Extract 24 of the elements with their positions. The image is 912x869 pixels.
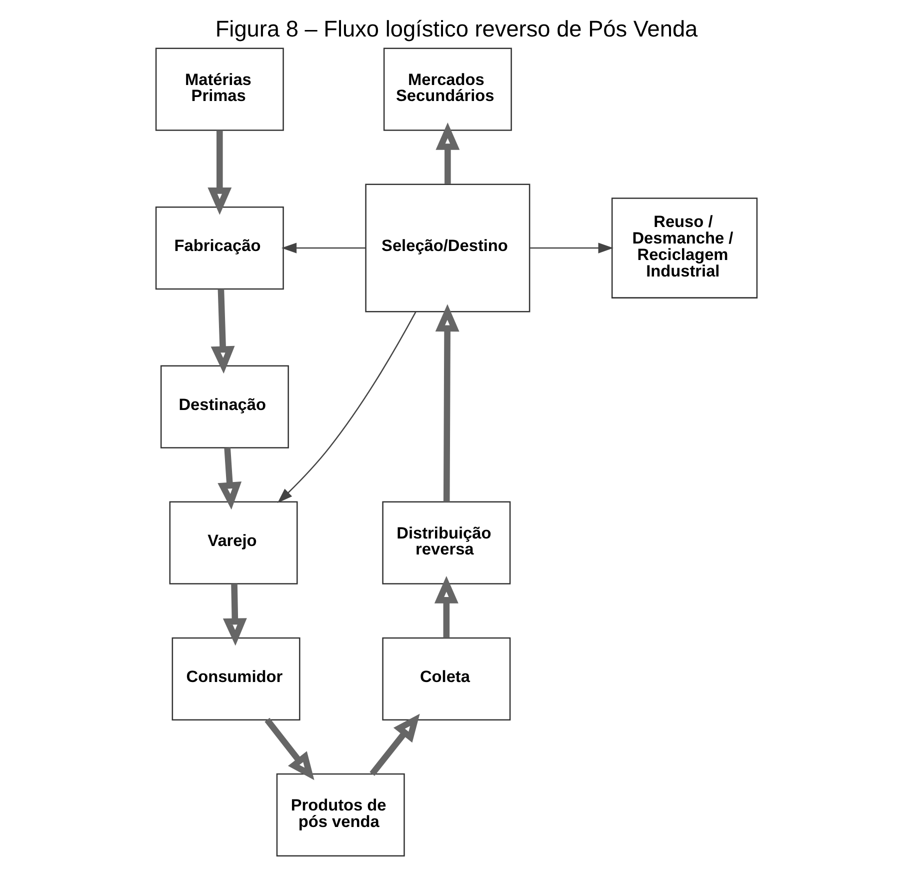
node-box: Mercados Secundários <box>382 48 512 131</box>
node-box: Seleção/Destino <box>364 184 530 312</box>
node-box: Destinação <box>160 365 288 448</box>
arrow <box>435 122 460 184</box>
node-box: Fabricação <box>154 206 284 290</box>
node-box: Coleta <box>382 637 510 720</box>
diagram-title: Figura 8 – Fluxo logístico reverso de Pós Venda <box>214 15 698 42</box>
node-box: Varejo <box>168 501 298 584</box>
arrow <box>222 584 246 646</box>
arrow <box>217 448 242 510</box>
arrow <box>264 718 314 780</box>
arrow <box>369 714 420 776</box>
arrow <box>207 130 232 215</box>
node-box: Matérias Primas <box>154 48 284 131</box>
arrow <box>280 242 366 254</box>
arrow <box>210 289 234 374</box>
node-box: Consumidor <box>171 637 300 720</box>
arrow <box>434 304 459 502</box>
node-box: Produtos de pós venda <box>276 773 404 857</box>
arrow <box>276 312 416 504</box>
node-box: Reuso / Desmanche / Reciclagem Industrial <box>610 198 758 298</box>
node-box: Distribuição reversa <box>382 501 510 584</box>
arrow <box>434 576 458 638</box>
arrow <box>530 242 613 254</box>
